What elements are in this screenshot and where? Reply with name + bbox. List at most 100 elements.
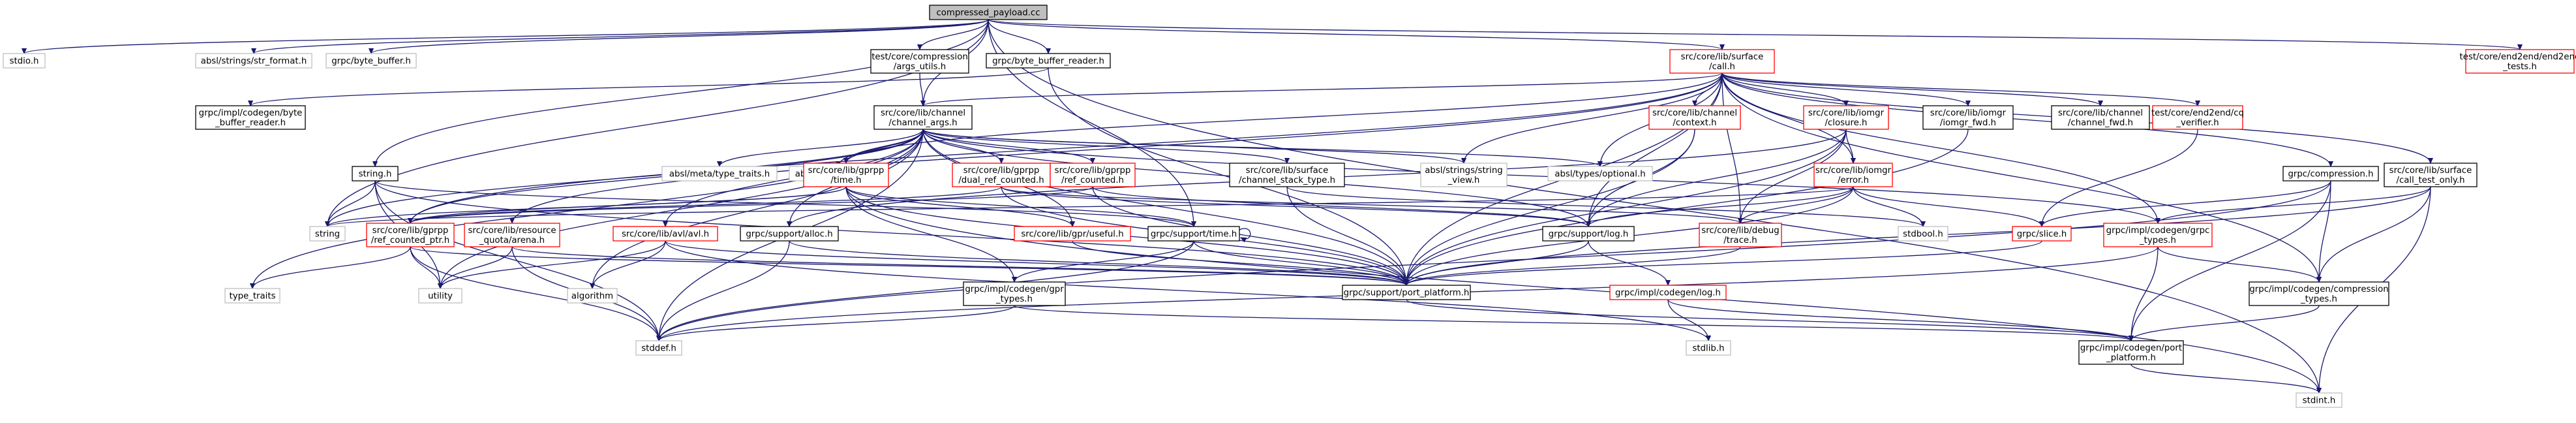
node-grpctypes[interactable]: grpc/impl/codegen/grpc_types.h <box>2103 223 2213 247</box>
node-utility: utility <box>418 288 462 304</box>
node-portplatform[interactable]: grpc/support/port_platform.h <box>1342 285 1471 300</box>
node-bbreader[interactable]: grpc/byte_buffer_reader.h <box>986 53 1111 69</box>
edge-root-to-argsutils <box>920 19 989 50</box>
edge-callh-to-iomgrfwd <box>1721 72 1968 106</box>
node-typetraits: type_traits <box>224 288 280 304</box>
node-box <box>740 226 839 242</box>
edge-chanargs-to-stringstd <box>327 129 924 227</box>
edge-chanargs-to-utility <box>440 129 924 289</box>
node-closure[interactable]: src/core/lib/iomgr/closure.h <box>1803 105 1889 130</box>
node-box <box>2296 392 2342 408</box>
node-label: /time.h <box>830 176 861 185</box>
node-label: compressed_payload.cc <box>936 8 1040 18</box>
node-e2etests[interactable]: test/core/end2end/end2end_tests.h <box>2460 49 2576 74</box>
node-argsutils[interactable]: test/core/compression/args_utils.h <box>870 49 969 74</box>
node-supporttime[interactable]: grpc/support/time.h <box>1147 226 1240 242</box>
node-label: src/core/lib/iomgr <box>1815 166 1892 176</box>
node-label: _view.h <box>1447 176 1480 185</box>
edge-avl-to-stdlib <box>665 240 1708 341</box>
edge-argsutils-to-chanargs <box>919 72 923 106</box>
node-label: stdlib.h <box>1692 344 1724 354</box>
node-box <box>1609 285 1727 300</box>
node-box <box>464 223 560 247</box>
edge-dualref-to-refptr <box>410 186 1002 223</box>
node-arena[interactable]: src/core/lib/resource_quota/arena.h <box>464 223 560 247</box>
node-chanargs[interactable]: src/core/lib/channel/channel_args.h <box>873 105 973 130</box>
node-label: grpc/support/alloc.h <box>746 230 832 240</box>
node-logh[interactable]: grpc/impl/codegen/log.h <box>1609 285 1727 300</box>
node-slice[interactable]: grpc/slice.h <box>2012 226 2072 242</box>
node-stacktype[interactable]: src/core/lib/surface/channel_stack_type.… <box>1229 163 1345 187</box>
node-box <box>986 53 1111 69</box>
node-box <box>2051 105 2150 130</box>
node-gprtypes[interactable]: grpc/impl/codegen/gpr_types.h <box>963 281 1066 306</box>
node-dualref[interactable]: src/core/lib/gprpp/dual_ref_counted.h <box>952 163 1051 187</box>
node-box <box>567 288 618 304</box>
node-label: /context.h <box>1673 118 1716 128</box>
node-label: _types.h <box>995 294 1033 304</box>
node-label: absl/meta/type_traits.h <box>669 170 770 180</box>
node-box <box>3 53 46 69</box>
node-root[interactable]: compressed_payload.cc <box>929 5 1048 20</box>
node-impl_bbreader[interactable]: grpc/impl/codegen/byte_buffer_reader.h <box>195 105 306 130</box>
node-label: grpc/byte_buffer_reader.h <box>992 57 1104 67</box>
node-label: _buffer_reader.h <box>215 118 286 128</box>
node-supportlog[interactable]: grpc/support/log.h <box>1542 226 1635 242</box>
node-debugtrace[interactable]: src/core/lib/debug/trace.h <box>1699 223 1782 247</box>
node-iomgrfwd[interactable]: src/core/lib/iomgr/iomgr_fwd.h <box>1922 105 2014 130</box>
node-useful[interactable]: src/core/lib/gpr/useful.h <box>1014 226 1131 242</box>
node-implport[interactable]: grpc/impl/codegen/port_platform.h <box>2078 340 2184 365</box>
edge-arena-to-utility <box>440 246 513 289</box>
node-label: /trace.h <box>1723 236 1757 245</box>
edge-grpccomp-to-comptypes <box>2319 180 2331 282</box>
edge-arena-to-portplatform <box>511 246 1406 285</box>
node-box <box>1648 105 1741 130</box>
node-box <box>803 163 889 187</box>
edge-chanargs-to-stacktype <box>922 129 1287 163</box>
node-chanfwd[interactable]: src/core/lib/channel/channel_fwd.h <box>2051 105 2150 130</box>
node-typetraitsabsl: absl/meta/type_traits.h <box>661 166 778 181</box>
edge-gprpptime-to-gprtypes <box>845 186 1014 282</box>
node-box <box>1699 223 1782 247</box>
node-label: /ref_counted.h <box>1061 176 1124 185</box>
node-label: grpc/compression.h <box>2288 170 2373 180</box>
node-box <box>929 5 1048 20</box>
node-label: /call.h <box>1709 62 1735 72</box>
node-label: _tests.h <box>2502 62 2537 72</box>
node-label: test/core/end2end/cq <box>2151 108 2244 118</box>
node-allocs[interactable]: grpc/support/alloc.h <box>740 226 839 242</box>
node-cqverifier[interactable]: test/core/end2end/cq_verifier.h <box>2151 105 2244 130</box>
edge-root-to-bytebuffer <box>371 19 989 54</box>
node-label: src/core/lib/iomgr <box>1930 108 2007 118</box>
node-comptypes[interactable]: grpc/impl/codegen/compression_types.h <box>2249 281 2389 306</box>
edge-calltestonly-to-grpctypes <box>2158 186 2431 223</box>
node-callh[interactable]: src/core/lib/surface/call.h <box>1669 49 1775 74</box>
node-label: absl/strings/str_format.h <box>201 57 307 67</box>
node-label: src/core/lib/gprpp <box>808 166 885 176</box>
edge-callh-to-arena <box>512 72 1723 223</box>
node-chcontext[interactable]: src/core/lib/channel/context.h <box>1648 105 1741 130</box>
node-gprpptime[interactable]: src/core/lib/gprpp/time.h <box>803 163 889 187</box>
node-calltestonly[interactable]: src/core/lib/surface/call_test_only.h <box>2384 163 2478 187</box>
node-refptr[interactable]: src/core/lib/gprpp/ref_counted_ptr.h <box>366 223 455 247</box>
edge-stringh-to-portplatform <box>374 180 1406 285</box>
edge-root-to-stringh <box>375 19 989 166</box>
node-box <box>2012 226 2072 242</box>
node-box <box>1050 163 1136 187</box>
node-refcounted[interactable]: src/core/lib/gprpp/ref_counted.h <box>1050 163 1136 187</box>
edge-errorh-to-debugtrace <box>1740 186 1854 223</box>
node-avl[interactable]: src/core/lib/avl/avl.h <box>613 226 718 242</box>
node-label: grpc/impl/codegen/gpr <box>965 285 1064 294</box>
edge-refcounted-to-supportlog <box>1092 186 1588 227</box>
edge-gprpptime-to-supporttime <box>845 186 1194 227</box>
edge-callh-to-debugtrace <box>1721 72 1740 223</box>
node-box <box>2078 340 2184 365</box>
node-label: grpc/support/log.h <box>1549 230 1629 240</box>
node-stringh[interactable]: string.h <box>352 166 399 181</box>
node-bytebuffer: grpc/byte_buffer.h <box>326 53 417 69</box>
node-errorh[interactable]: src/core/lib/iomgr/error.h <box>1813 163 1893 187</box>
node-grpccomp[interactable]: grpc/compression.h <box>2282 166 2379 181</box>
node-box <box>1547 166 1653 181</box>
node-label: stddef.h <box>641 344 676 354</box>
edge-chanargs-to-gprpptime <box>846 129 924 163</box>
